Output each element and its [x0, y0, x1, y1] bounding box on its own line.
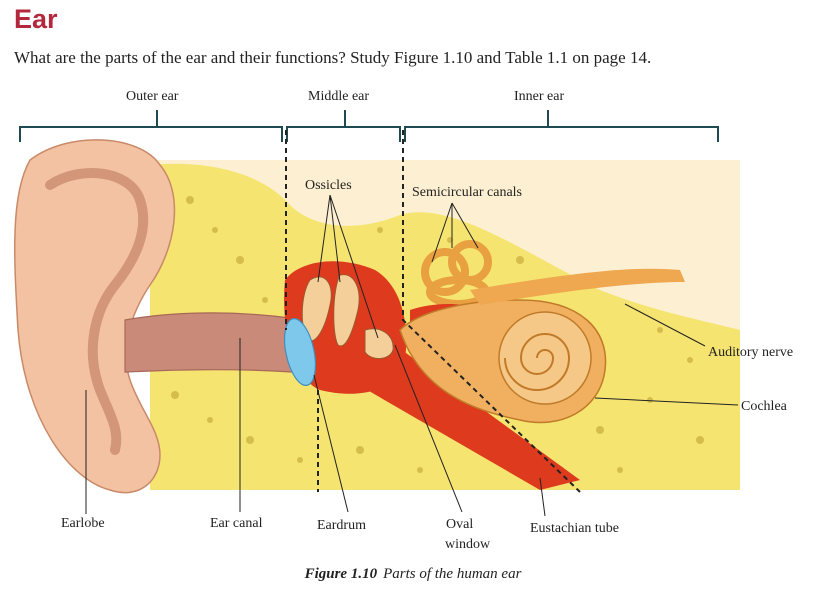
ossicles-label: Ossicles: [305, 178, 352, 193]
auditory-nerve-label: Auditory nerve: [708, 345, 794, 360]
oval-window-label-line1: Oval: [446, 517, 474, 532]
earlobe-label: Earlobe: [61, 516, 105, 531]
ear-canal-tube: [124, 312, 293, 373]
inner-ear-heading: Inner ear: [514, 89, 565, 104]
inner-ear-bracket: [404, 126, 719, 142]
figure-number: Figure 1.10: [304, 566, 378, 582]
eustachian-tube-shape: [350, 345, 580, 490]
middle-ear-bracket: [286, 126, 401, 142]
study-question: What are the parts of the ear and their …: [14, 48, 652, 67]
eustachian-tube-label: Eustachian tube: [530, 521, 620, 536]
oval-window-label-line2: window: [445, 537, 491, 552]
cochlea-spiral: [504, 333, 571, 391]
auditory-nerve-bundle: [470, 268, 685, 305]
auditory-nerve-leader: [624, 303, 706, 347]
pinna-fold: [45, 168, 149, 455]
semicircular-canals-label: Semicircular canals: [412, 185, 523, 200]
page-title: Ear: [14, 4, 58, 34]
middle-ear-heading: Middle ear: [308, 89, 370, 104]
oval-window-leader: [394, 344, 463, 513]
cochlea-outer-turn: [498, 311, 592, 405]
cochlea-label: Cochlea: [741, 399, 787, 414]
figure-caption: Figure 1.10 Parts of the human ear: [0, 566, 826, 583]
eustachian-tube-leader: [539, 477, 546, 517]
region-dividers: [285, 130, 581, 493]
outer-ear-bracket: [19, 126, 283, 142]
cochlea-leader: [594, 397, 739, 406]
ossicles-leader: [317, 194, 379, 339]
eardrum-membrane: [283, 318, 317, 386]
eardrum-leader: [313, 374, 349, 513]
semicircular-canals-leader: [431, 202, 479, 263]
ossicle-bones: [301, 274, 394, 359]
figure-caption-text: Parts of the human ear: [383, 566, 522, 582]
leader-lines: [85, 194, 739, 517]
bone-texture: [171, 196, 704, 474]
eardrum-label: Eardrum: [317, 518, 366, 533]
region-brackets: [19, 110, 719, 142]
outer-ear-heading: Outer ear: [126, 89, 179, 104]
ear-canal-label: Ear canal: [210, 516, 263, 531]
